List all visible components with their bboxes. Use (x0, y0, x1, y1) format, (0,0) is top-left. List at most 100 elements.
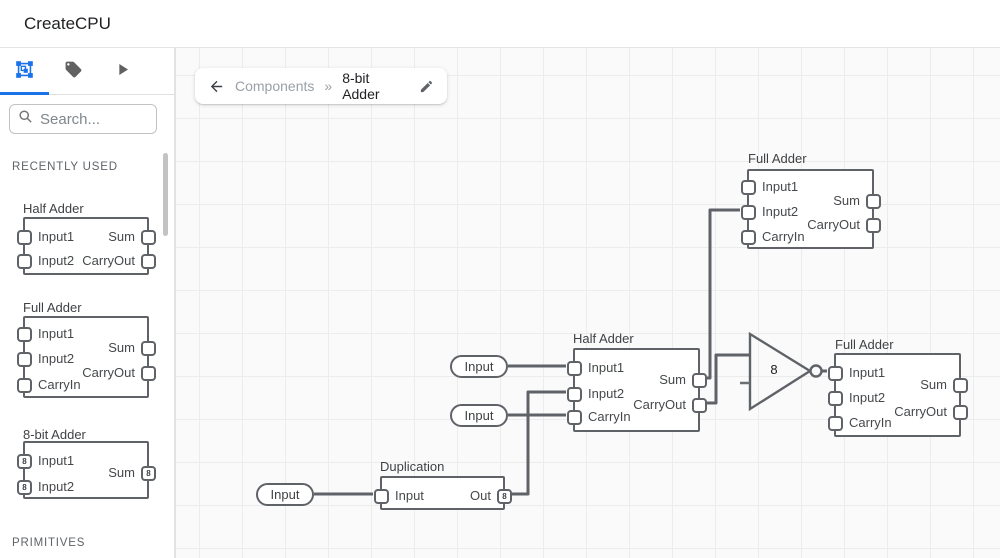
wire-sum-to-fa-input2[interactable] (707, 208, 740, 380)
bus-port: 8 (17, 480, 32, 495)
port (17, 352, 32, 367)
port-label: Sum (108, 465, 135, 480)
tab-tags[interactable] (49, 48, 98, 95)
app-title: CreateCPU (24, 14, 111, 33)
arrow-left-icon (210, 80, 223, 92)
port-input2[interactable] (828, 391, 843, 406)
port (17, 327, 32, 342)
sidebar-tabs (0, 48, 174, 95)
port-label: CarryIn (762, 229, 805, 244)
port-label: CarryIn (588, 409, 631, 424)
sidebar-scrollbar[interactable] (163, 153, 168, 236)
port-input1[interactable] (567, 361, 582, 376)
port-label: Input (395, 488, 424, 503)
wire-carryout-to-gate[interactable] (707, 353, 751, 405)
search-input[interactable] (40, 110, 140, 128)
edit-name-button[interactable] (419, 79, 434, 94)
selection-frame-icon (15, 60, 34, 84)
gate-bubble[interactable] (809, 364, 823, 378)
port-label: CarryOut (894, 404, 947, 419)
breadcrumb-parent[interactable]: Components (235, 78, 315, 94)
component-title: Duplication (380, 459, 445, 474)
component-full-adder-right[interactable]: Input1 Input2 CarryIn Sum CarryOut (828, 353, 968, 437)
bus-port: 8 (141, 466, 156, 481)
port-input2[interactable] (741, 205, 756, 220)
search-box[interactable] (9, 104, 157, 134)
component-full-adder-top[interactable]: Input1 Input2 CarryIn Sum CarryOut (741, 169, 881, 249)
canvas[interactable]: Components » 8-bit Adder 8 Input Input I… (176, 48, 1000, 558)
port-input2[interactable] (567, 387, 582, 402)
port-label: Input1 (849, 365, 886, 380)
input-pill[interactable]: Input (256, 483, 314, 506)
breadcrumb: Components » 8-bit Adder (195, 68, 447, 104)
library-item-title: 8-bit Adder (23, 427, 86, 442)
port (141, 341, 156, 356)
input-pill[interactable]: Input (450, 355, 508, 378)
port-label: CarryIn (849, 415, 892, 430)
port-label: CarryOut (82, 253, 135, 268)
port-label: Input1 (38, 453, 75, 468)
component-title: Full Adder (748, 151, 807, 166)
port-carryout[interactable] (866, 218, 881, 233)
port (17, 378, 32, 393)
port-label: Sum (108, 340, 135, 355)
active-tab-indicator (0, 92, 49, 95)
port-input1[interactable] (828, 366, 843, 381)
not-gate[interactable] (748, 331, 813, 412)
breadcrumb-separator: » (324, 78, 333, 94)
port-label: Input2 (38, 253, 75, 268)
port-label: Sum (659, 372, 686, 387)
pencil-icon (420, 80, 433, 92)
wire-duplication-to-input2[interactable] (512, 390, 566, 496)
port (141, 230, 156, 245)
port-input[interactable] (374, 489, 389, 504)
port-label: Input1 (38, 326, 75, 341)
port-label: Input1 (762, 179, 799, 194)
port-carryout[interactable] (953, 405, 968, 420)
library-item-full-adder[interactable]: Input1 Input2 CarryIn Sum CarryOut (17, 316, 156, 398)
input-pill[interactable]: Input (450, 404, 508, 427)
port-carryin[interactable] (741, 230, 756, 245)
port-sum[interactable] (692, 373, 707, 388)
port-carryin[interactable] (567, 410, 582, 425)
port-label: Input1 (588, 360, 625, 375)
port-carryin[interactable] (828, 416, 843, 431)
bus-port-out[interactable]: 8 (497, 489, 512, 504)
port-label: Input2 (588, 386, 625, 401)
library-item-title: Full Adder (23, 300, 82, 315)
component-half-adder[interactable]: Input1 Input2 CarryIn Sum CarryOut (567, 348, 707, 432)
breadcrumb-current: 8-bit Adder (342, 70, 380, 102)
section-recently-used: RECENTLY USED (12, 161, 118, 173)
back-button[interactable] (208, 78, 225, 95)
port-label: Input1 (38, 229, 75, 244)
port (17, 230, 32, 245)
tab-components[interactable] (0, 48, 49, 95)
tab-run[interactable] (98, 48, 147, 95)
port-carryout[interactable] (692, 398, 707, 413)
bus-port: 8 (17, 454, 32, 469)
port (141, 254, 156, 269)
library-item-title: Half Adder (23, 201, 84, 216)
library-item-8bit-adder[interactable]: 8 Input1 8 Input2 8 Sum (17, 441, 156, 499)
component-title: Half Adder (573, 331, 634, 346)
port-label: CarryIn (38, 377, 81, 392)
port-label: CarryOut (807, 217, 860, 232)
sidebar: RECENTLY USED Half Adder Input1 Input2 S… (0, 48, 176, 558)
library-item-half-adder[interactable]: Input1 Input2 Sum CarryOut (17, 217, 156, 275)
port-input1[interactable] (741, 180, 756, 195)
section-primitives: PRIMITIVES (12, 537, 86, 549)
tag-icon (64, 60, 83, 84)
wires-layer (314, 208, 827, 496)
port-label: Input2 (38, 479, 75, 494)
app-header: CreateCPU (0, 0, 1000, 48)
port-sum[interactable] (866, 194, 881, 209)
search-icon (18, 109, 33, 129)
component-duplication[interactable]: Input 8 Out (374, 476, 512, 510)
gate-bus-width-label: 8 (770, 362, 778, 377)
component-title: Full Adder (835, 337, 894, 352)
port-sum[interactable] (953, 378, 968, 393)
port (141, 366, 156, 381)
port-label: CarryOut (82, 365, 135, 380)
port-label: Input2 (38, 351, 75, 366)
port (17, 254, 32, 269)
